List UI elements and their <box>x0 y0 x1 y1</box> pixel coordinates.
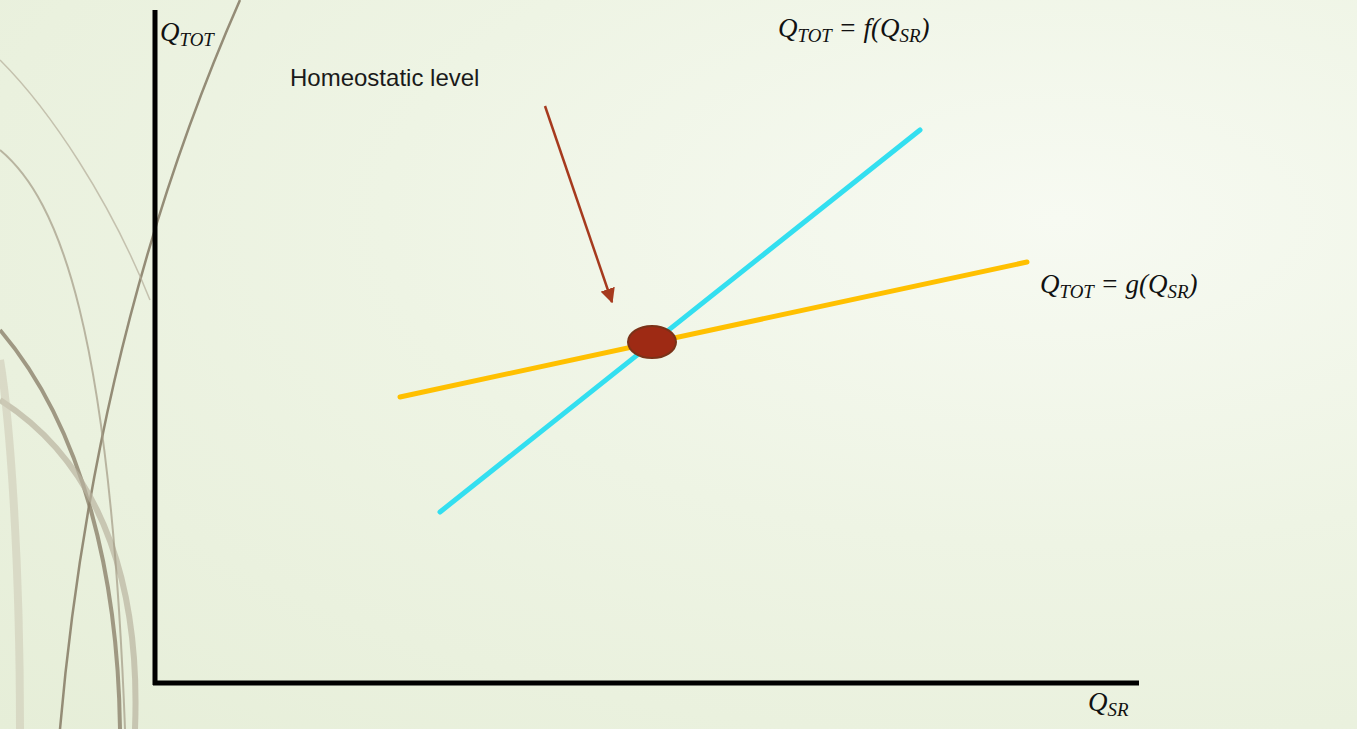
callout-label: Homeostatic level <box>290 64 479 93</box>
curve-label: QTOT = f(QSR) <box>778 12 930 44</box>
curve-g <box>400 262 1027 397</box>
axis-label: QSR <box>1088 686 1129 718</box>
equilibrium-dot <box>628 326 676 358</box>
curve-f <box>440 130 920 512</box>
background-swirls <box>0 0 240 729</box>
axis-label: QTOT <box>160 16 214 48</box>
callout-arrow <box>545 106 612 302</box>
x-axis <box>153 681 1139 686</box>
curve-label: QTOT = g(QSR) <box>1040 268 1198 300</box>
y-axis <box>153 10 158 685</box>
